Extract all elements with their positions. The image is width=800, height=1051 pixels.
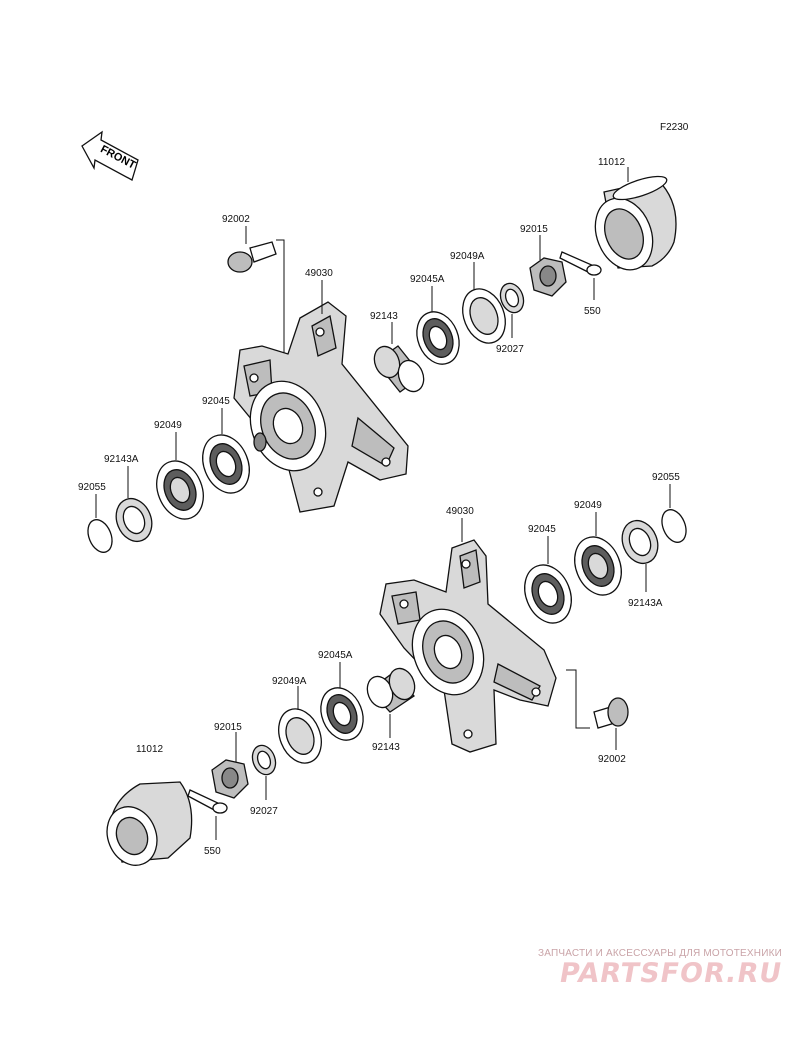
label-lower-hub-bolt: 92002: [598, 754, 626, 765]
label-upper-outer-bearing: 92045A: [410, 274, 445, 285]
upper-o-ring-92055: [87, 519, 113, 553]
figure-code: F2230: [660, 122, 689, 133]
label-lower-o-ring: 92055: [652, 472, 680, 483]
label-lower-cotter-pin: 550: [204, 846, 221, 857]
upper-cover-11012: [594, 175, 677, 271]
upper-washer-92027: [499, 282, 525, 314]
upper-inner-bearing-92045: [202, 434, 250, 494]
upper-outer-seal-92049A: [462, 288, 506, 344]
lower-inner-seal-92049: [574, 536, 622, 596]
lower-inner-bearing-92045: [524, 564, 572, 624]
label-upper-hub-bolt: 92002: [222, 214, 250, 225]
label-lower-castle-nut: 92015: [214, 722, 242, 733]
label-upper-hub: 49030: [305, 268, 333, 279]
upper-collar-92143A: [115, 497, 153, 543]
upper-castle-nut-92015: [529, 257, 567, 297]
label-lower-washer: 92027: [250, 806, 278, 817]
lower-castle-nut-92015: [211, 759, 249, 799]
upper-inner-seal-92049: [156, 460, 204, 520]
label-upper-collar: 92143A: [104, 454, 139, 465]
label-upper-washer: 92027: [496, 344, 524, 355]
label-upper-spacer: 92143: [370, 311, 398, 322]
label-upper-cotter-pin: 550: [584, 306, 601, 317]
lower-washer-92027: [251, 744, 277, 776]
label-upper-o-ring: 92055: [78, 482, 106, 493]
watermark: ЗАПЧАСТИ И АКСЕССУАРЫ ДЛЯ МОТОТЕХНИКИ PA…: [482, 948, 785, 989]
upper-outer-bearing-92045A: [416, 311, 460, 365]
lower-cover-11012: [106, 781, 193, 866]
front-direction-arrow: FRONT: [81, 130, 139, 181]
lower-collar-92143A: [621, 519, 659, 565]
lower-hub-bolt-92002: [593, 697, 629, 729]
lower-outer-seal-92049A: [278, 708, 322, 764]
lower-o-ring-92055: [661, 509, 687, 543]
label-upper-outer-seal: 92049A: [450, 251, 485, 262]
label-lower-outer-seal: 92049A: [272, 676, 307, 687]
upper-hub-bolt-92002: [227, 241, 277, 273]
label-lower-inner-seal: 92049: [574, 500, 602, 511]
upper-hub-49030: [233, 301, 409, 513]
watermark-tagline: ЗАПЧАСТИ И АКСЕССУАРЫ ДЛЯ МОТОТЕХНИКИ: [537, 948, 782, 959]
lower-cotter-pin-550: [187, 789, 228, 814]
label-lower-outer-bearing: 92045A: [318, 650, 353, 661]
watermark-logo: PARTSFOR.RU: [557, 958, 785, 989]
lower-spacer-92143: [366, 667, 416, 713]
label-lower-spacer: 92143: [372, 742, 400, 753]
label-upper-inner-seal: 92049: [154, 420, 182, 431]
label-lower-inner-bearing: 92045: [528, 524, 556, 535]
label-lower-cover: 11012: [136, 744, 164, 755]
label-lower-collar: 92143A: [628, 598, 663, 609]
upper-spacer-92143: [373, 345, 425, 393]
upper-cotter-pin-550: [559, 251, 602, 276]
lower-hub-49030: [379, 539, 557, 753]
label-upper-cover: 11012: [598, 157, 626, 168]
label-upper-castle-nut: 92015: [520, 224, 548, 235]
lower-outer-bearing-92045A: [320, 687, 364, 741]
label-upper-inner-bearing: 92045: [202, 396, 230, 407]
label-lower-hub: 49030: [446, 506, 474, 517]
